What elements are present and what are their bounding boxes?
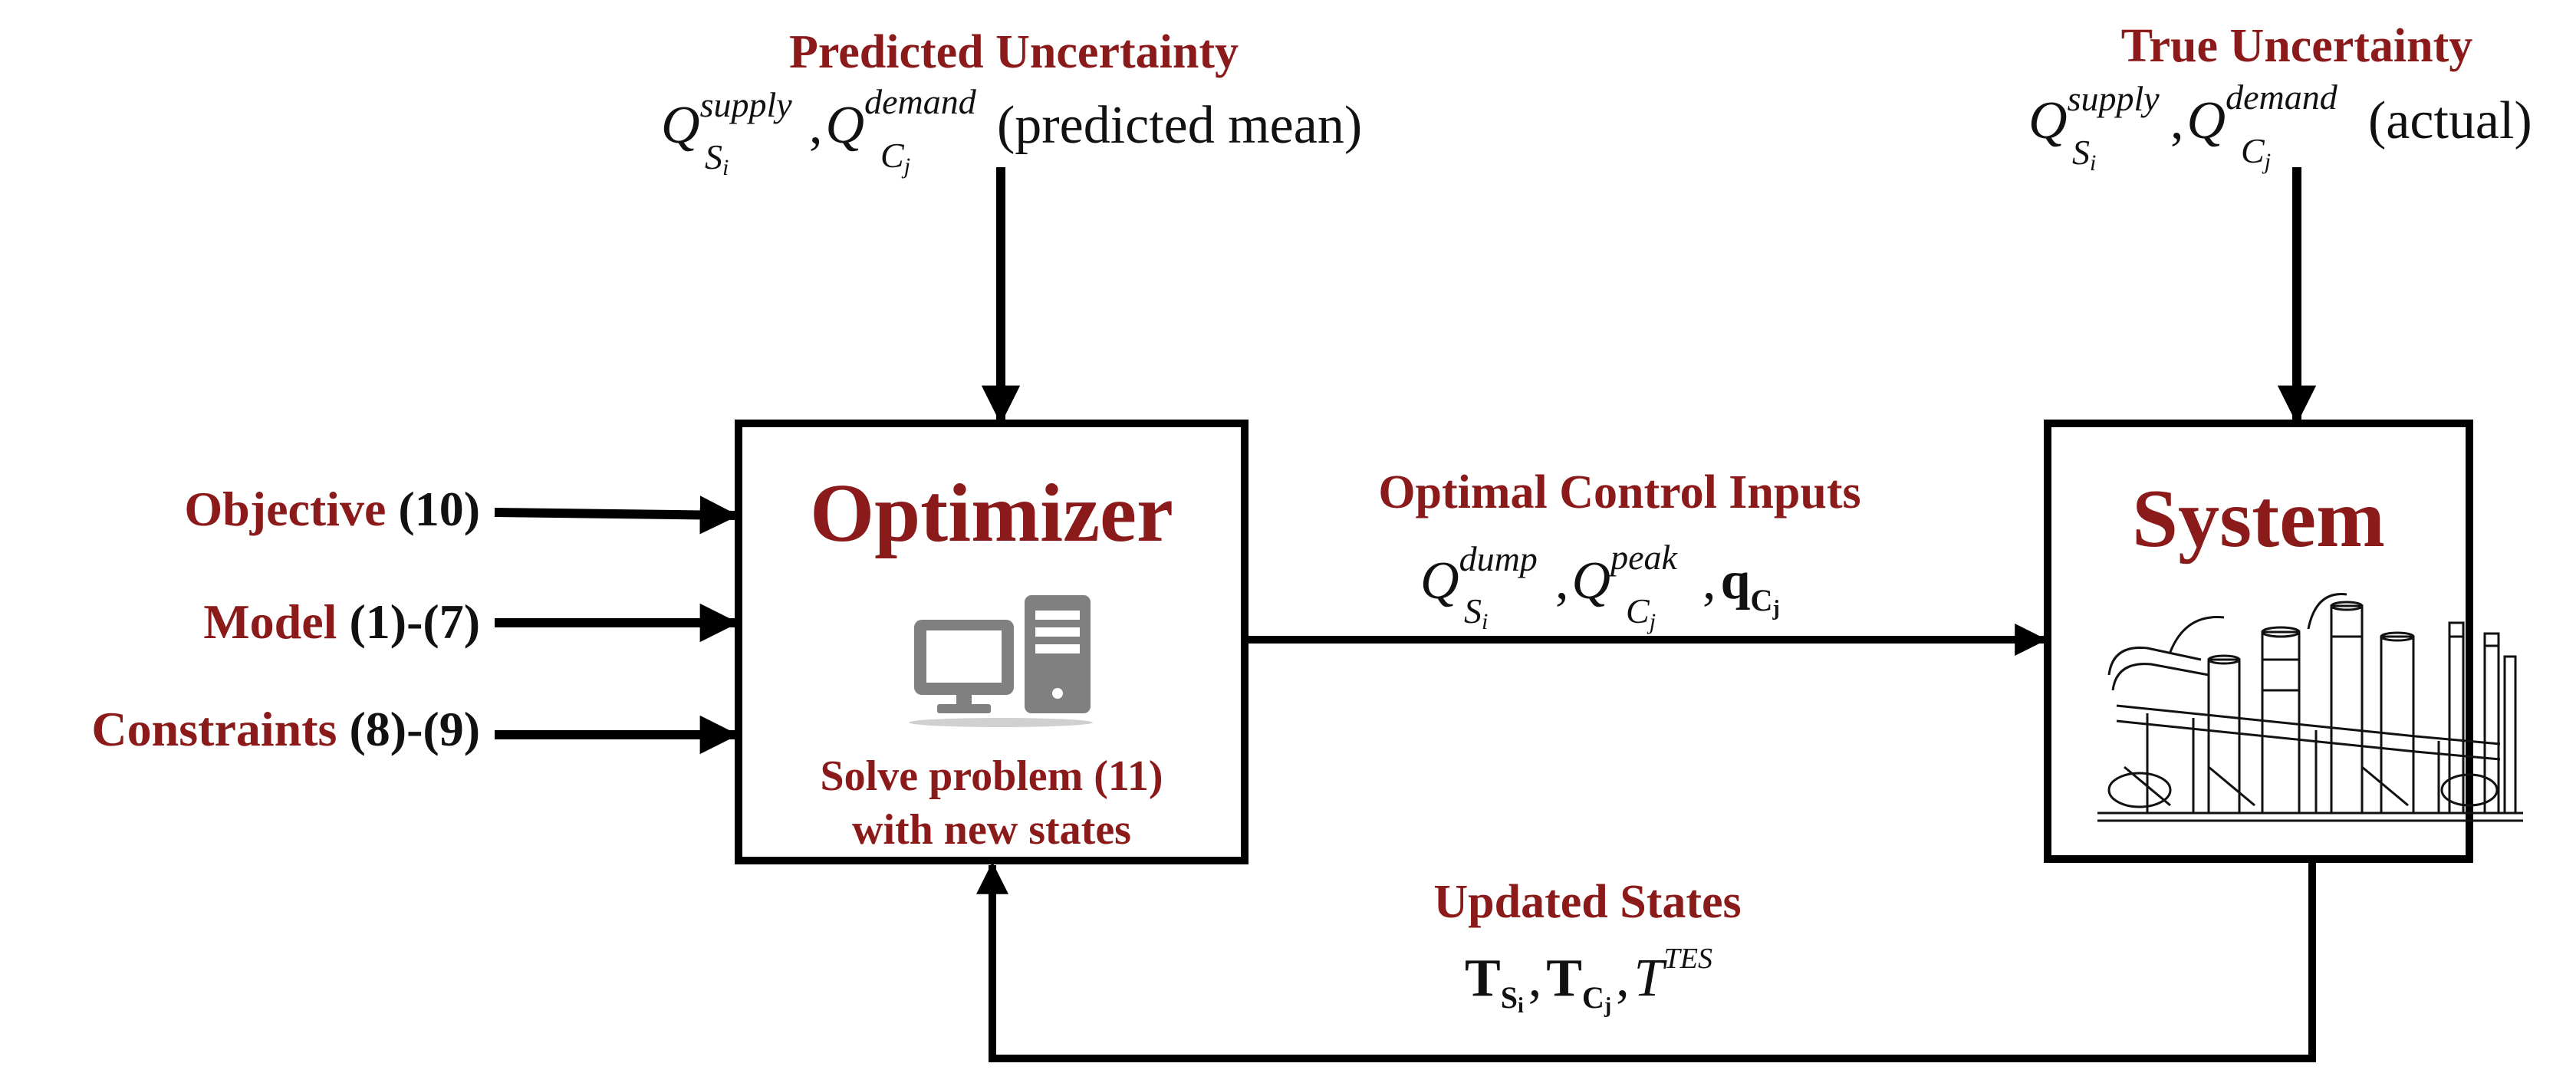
optimizer-solve-line2: with new states [852,806,1131,854]
industrial-plant-icon [2097,593,2523,822]
optimizer-title: Optimizer [810,468,1173,559]
predicted-uncertainty-title: Predicted Uncertainty [789,26,1239,78]
system-title: System [2132,473,2385,565]
updated-states-formula: TSi,TCj,TTES [1465,943,1712,1018]
input-model: Model(1)-(7) [203,594,480,649]
computer-icon [909,595,1093,727]
true-uncertainty-title: True Uncertainty [2121,20,2473,72]
input-objective: Objective(10) [184,482,480,536]
objective-arrow [494,495,739,535]
control-inputs-title: Optimal Control Inputs [1378,466,1860,518]
updated-states-title: Updated States [1433,876,1741,928]
input-constraints: Constraints(8)-(9) [91,702,480,756]
optimizer-solve-line1: Solve problem (11) [821,752,1163,800]
feedback-loop-line [976,861,2316,1062]
